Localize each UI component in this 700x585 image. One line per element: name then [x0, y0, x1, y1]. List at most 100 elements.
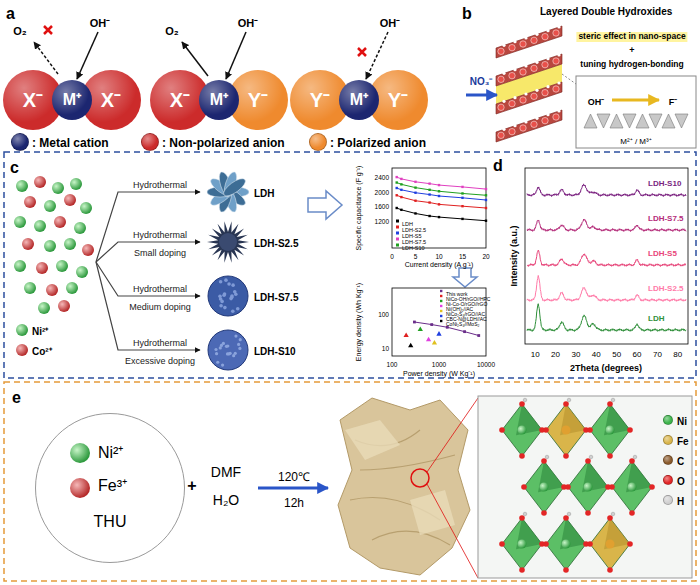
oxygen-atom — [531, 121, 537, 127]
figure-label: Hydrothermal — [133, 284, 187, 294]
octahedron-face — [623, 114, 636, 128]
legend-swatch — [11, 133, 29, 151]
label-holder: LDH-S7.5 — [648, 207, 684, 225]
figure-label: Medium doping — [129, 302, 191, 312]
figure-label: Specific capacitance (F g⁻¹) — [355, 166, 363, 251]
texture-dot — [226, 352, 229, 355]
oxygen-atom — [563, 567, 569, 573]
ion-dot — [54, 216, 66, 228]
oxygen-atom — [629, 458, 635, 464]
hydrogen-atom — [524, 36, 527, 39]
figure-label: 2Theta (degrees) — [570, 363, 642, 373]
label-holder: 120℃ — [278, 467, 310, 485]
figure-label: e — [12, 389, 21, 407]
label-holder: 60 — [633, 343, 642, 361]
oxygen-atom — [520, 41, 526, 47]
panel-frame — [4, 152, 696, 378]
label-holder: a — [6, 5, 15, 23]
octahedron — [546, 518, 586, 570]
legend-marker — [440, 295, 442, 297]
hydrogen-atom — [589, 455, 593, 459]
texture-dot — [221, 363, 224, 366]
hydrogen-atom — [513, 68, 516, 71]
hydrogen-atom — [523, 398, 527, 402]
inset-lattice — [584, 114, 688, 128]
octahedron-facet — [560, 404, 586, 435]
octahedron — [546, 404, 586, 456]
label-holder: DMF — [211, 463, 241, 481]
sheet-fold — [345, 420, 455, 535]
hydrogen-atom — [502, 72, 505, 75]
oxygen-atom — [563, 453, 569, 459]
hydrogen-atom — [611, 512, 615, 516]
figure-label: LDH-S10 — [648, 179, 681, 188]
ion-dot — [16, 344, 28, 356]
label-holder: 70 — [653, 343, 662, 361]
legend-swatch — [663, 455, 673, 465]
blocked-cross — [44, 26, 52, 34]
figure-label: + — [187, 477, 196, 495]
figure-label: F⁻ — [669, 97, 678, 107]
texture-dot — [239, 338, 242, 341]
hydrogen-atom — [523, 512, 527, 516]
oxygen-atom — [541, 510, 547, 516]
metal-atom — [628, 483, 637, 492]
figure-label: NO₃⁻ — [470, 76, 493, 88]
octahedron-facet — [604, 518, 630, 549]
figure-label: 10 — [435, 253, 442, 260]
hydrogen-atom — [513, 40, 516, 43]
oxygen-atom — [553, 58, 559, 64]
hydrogen-atom — [567, 398, 571, 402]
label-holder: 2000 — [375, 181, 389, 199]
figure-label: LDH — [648, 314, 664, 323]
data-marker — [461, 197, 463, 199]
octahedron — [502, 518, 542, 570]
label-holder: Layered Double Hydroxides — [540, 1, 672, 19]
data-marker — [396, 207, 398, 209]
hydrogen-atom — [557, 109, 560, 112]
crystal-frame — [478, 396, 692, 578]
figure-label: Excessive doping — [125, 356, 195, 366]
label-holder: Intensity (a.u.) — [503, 225, 521, 286]
figure-label: O₂ — [13, 25, 26, 38]
data-marker — [396, 176, 398, 178]
xrd-curve — [527, 304, 686, 332]
data-marker — [428, 215, 430, 217]
texture-dot — [223, 292, 227, 296]
label-holder: 12h — [284, 493, 304, 511]
figure-label: 5 — [414, 253, 418, 260]
texture-dot — [226, 344, 229, 347]
data-marker — [428, 201, 430, 203]
oxygen-atom — [627, 427, 633, 433]
figure-label: 10000 — [477, 361, 495, 368]
figure-label: 1600 — [375, 203, 389, 210]
reaction-arrow — [258, 487, 328, 490]
label-holder: c — [10, 159, 19, 177]
metal-atom — [584, 483, 593, 492]
figure-label: Ni²⁺ — [32, 326, 48, 338]
node-text: X⁻ — [23, 89, 43, 112]
xrd-chart — [527, 184, 686, 331]
data-line — [397, 208, 486, 221]
figure-label: M²⁺ / M³⁺ — [620, 137, 651, 146]
data-line — [414, 322, 478, 336]
data-marker — [400, 178, 402, 180]
ion-dot — [14, 260, 26, 272]
oxygen-atom — [520, 97, 526, 103]
texture-dot — [214, 348, 217, 351]
figure-label: 10 — [531, 350, 540, 359]
figure-label: CoNi₂S₄//MoS₂ — [446, 322, 479, 328]
node-text: Y⁻ — [248, 89, 268, 112]
node-text: M⁺ — [63, 91, 81, 109]
label-holder: Co²⁺ — [32, 341, 52, 359]
ion-dot — [22, 238, 34, 250]
oxygen-atom — [607, 515, 613, 521]
data-marker — [477, 334, 480, 337]
ion-dot — [52, 182, 64, 194]
label-holder: 10000 — [477, 353, 495, 371]
legend-text: : Metal cation — [32, 136, 109, 150]
ion-dot — [46, 284, 58, 296]
data-line — [397, 177, 486, 189]
label-holder: 50 — [612, 343, 621, 361]
oxygen-atom — [553, 86, 559, 92]
